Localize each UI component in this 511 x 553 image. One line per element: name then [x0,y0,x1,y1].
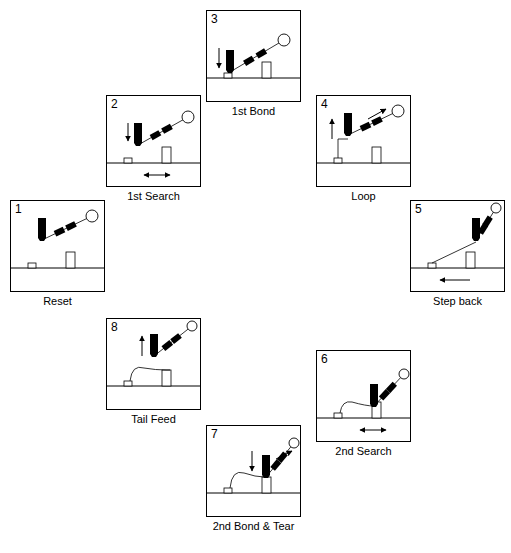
step-caption: Step back [433,295,482,307]
panel-illustration [410,203,505,280]
panel-illustration [106,321,201,386]
panel-illustration [10,210,105,268]
panel-illustration [316,105,411,163]
step-caption: 2nd Search [335,445,391,457]
step-number: 2 [111,98,118,110]
step-number: 4 [321,98,328,110]
step-number: 3 [211,13,218,25]
panel-illustration [106,111,201,175]
step-caption: Tail Feed [131,413,176,425]
step-panel: 21st Search [106,95,201,187]
step-number: 5 [415,203,422,215]
step-caption: Loop [351,190,375,202]
step-number: 6 [321,353,328,365]
step-panel: 72nd Bond & Tear [206,425,301,517]
step-number: 7 [211,428,218,440]
step-panel: 31st Bond [206,10,301,102]
step-caption: 2nd Bond & Tear [213,520,295,532]
step-caption: 1st Search [127,190,180,202]
step-caption: Reset [43,295,72,307]
step-caption: 1st Bond [232,105,275,117]
panel-illustration [206,438,301,493]
panel-illustration [316,369,411,430]
step-panel: 8Tail Feed [106,318,201,410]
step-number: 1 [15,203,22,215]
step-number: 8 [111,321,118,333]
step-panel: 4Loop [316,95,411,187]
step-panel: 62nd Search [316,350,411,442]
step-panel: 5Step back [410,200,505,292]
panel-illustration [206,34,301,78]
step-panel: 1Reset [10,200,105,292]
